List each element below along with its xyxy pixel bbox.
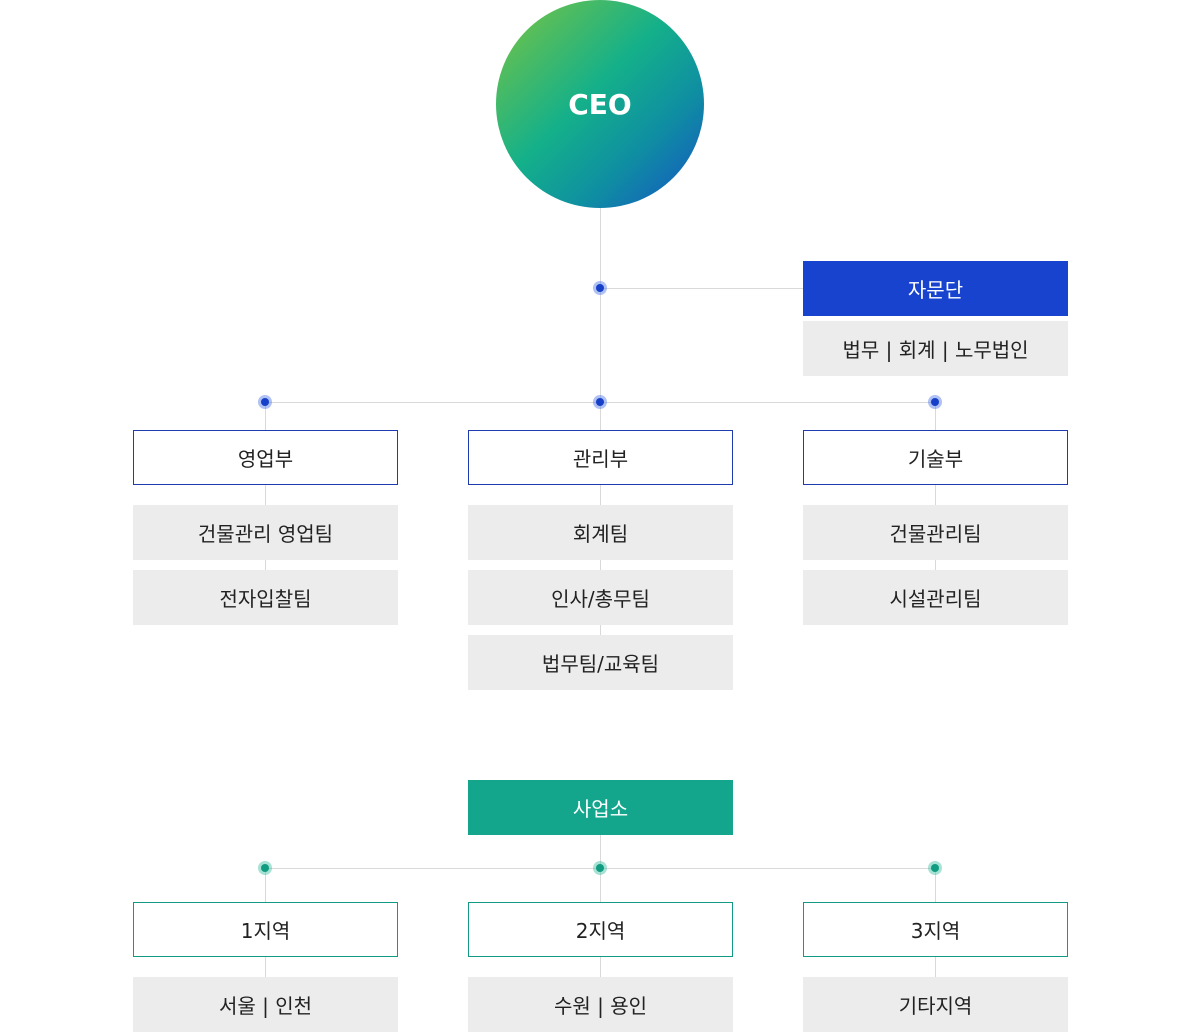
region-box: 1지역 [133, 902, 398, 957]
region-drop-line [265, 868, 266, 902]
team-box: 시설관리팀 [803, 570, 1068, 625]
team-box: 법무팀/교육팀 [468, 635, 733, 690]
region-box: 2지역 [468, 902, 733, 957]
region-junction-dot [596, 864, 604, 872]
team-box: 건물관리 영업팀 [133, 505, 398, 560]
team-box: 인사/총무팀 [468, 570, 733, 625]
area-name: 수원 | 용인 [553, 994, 648, 1018]
dept-drop-line [935, 402, 936, 430]
region-junction-dot [931, 864, 939, 872]
ceo-trunk-line [600, 208, 601, 402]
ceo-label: CEO [568, 87, 632, 121]
area-link-line [265, 957, 266, 977]
department-name: 관리부 [572, 447, 629, 471]
business-office-box: 사업소 [468, 780, 733, 835]
business-trunk-line [600, 835, 601, 868]
team-link-line [600, 485, 601, 635]
region-drop-line [600, 868, 601, 902]
team-name: 건물관리 영업팀 [197, 522, 334, 546]
team-name: 회계팀 [572, 522, 629, 546]
team-name: 시설관리팀 [889, 587, 982, 611]
advisory-title: 자문단 [907, 278, 964, 302]
area-name: 서울 | 인천 [218, 994, 313, 1018]
team-name: 전자입찰팀 [219, 587, 312, 611]
dept-drop-line [265, 402, 266, 430]
dept-junction-dot [596, 398, 604, 406]
area-name: 기타지역 [898, 994, 973, 1018]
business-office-title: 사업소 [572, 797, 629, 821]
advisory-members: 법무 | 회계 | 노무법인 [842, 338, 1029, 362]
dept-junction-dot [261, 398, 269, 406]
department-name: 영업부 [237, 447, 294, 471]
region-name: 2지역 [575, 919, 626, 943]
department-box-management: 관리부 [468, 430, 733, 485]
team-box: 전자입찰팀 [133, 570, 398, 625]
team-box: 건물관리팀 [803, 505, 1068, 560]
region-junction-dot [261, 864, 269, 872]
team-name: 인사/총무팀 [551, 587, 650, 611]
department-name: 기술부 [907, 447, 964, 471]
team-box: 회계팀 [468, 505, 733, 560]
department-box-technical: 기술부 [803, 430, 1068, 485]
dept-drop-line [600, 402, 601, 430]
advisory-junction-dot [596, 284, 604, 292]
team-name: 건물관리팀 [889, 522, 982, 546]
advisory-members-box: 법무 | 회계 | 노무법인 [803, 321, 1068, 376]
dept-junction-dot [931, 398, 939, 406]
advisory-connector-line [600, 288, 803, 289]
area-box: 서울 | 인천 [133, 977, 398, 1032]
ceo-node: CEO [496, 0, 704, 208]
region-name: 1지역 [240, 919, 291, 943]
advisory-title-box: 자문단 [803, 261, 1068, 316]
region-box: 3지역 [803, 902, 1068, 957]
area-link-line [935, 957, 936, 977]
region-name: 3지역 [910, 919, 961, 943]
area-box: 수원 | 용인 [468, 977, 733, 1032]
region-drop-line [935, 868, 936, 902]
department-box-sales: 영업부 [133, 430, 398, 485]
area-link-line [600, 957, 601, 977]
area-box: 기타지역 [803, 977, 1068, 1032]
team-name: 법무팀/교육팀 [541, 652, 660, 676]
